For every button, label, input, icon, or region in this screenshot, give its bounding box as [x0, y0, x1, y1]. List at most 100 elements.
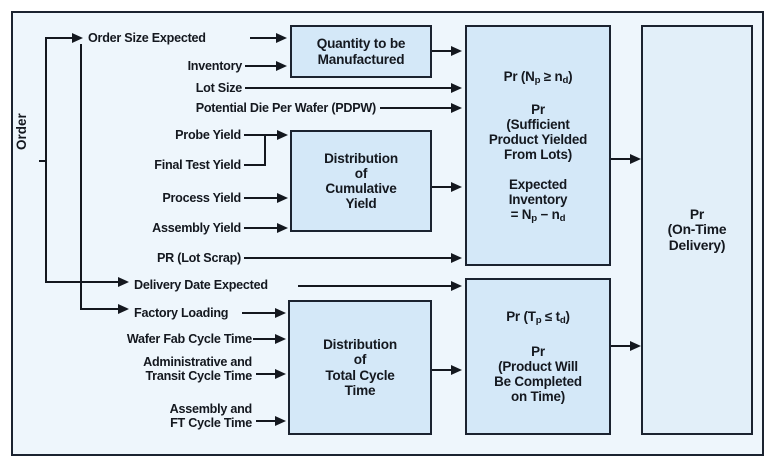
arrow-yield-merge-to-cumulative	[277, 129, 288, 140]
arrow-cycle-to-completed	[451, 364, 462, 375]
expected-sub2: d	[559, 212, 566, 224]
label-inventory: Inventory	[187, 59, 243, 73]
box-cycle-line2: of	[353, 352, 367, 368]
arrow-cumulative-to-sufficient	[451, 181, 462, 192]
box-sufficient-formula: Pr (Np ≥ nd)	[471, 69, 605, 87]
box-cumulative-line2: of	[354, 165, 368, 181]
arrow-factory-loading-to-cycle	[275, 307, 286, 318]
label-lot-size: Lot Size	[195, 81, 243, 95]
label-probe-yield: Probe Yield	[175, 128, 241, 142]
order-bus-outer-vertical	[45, 38, 47, 282]
box-sufficient-product-yielded[interactable]: Pr (Np ≥ nd) Pr (Sufficient Product Yiel…	[465, 25, 611, 266]
order-bus-inner-vertical	[80, 44, 82, 309]
line-assembly-ft-to-cycle	[256, 420, 276, 422]
label-assembly-ft-line1: Assembly and	[169, 402, 253, 416]
label-final-test-yield: Final Test Yield	[154, 158, 241, 172]
label-order-size-expected: Order Size Expected	[88, 31, 206, 45]
label-assembly-yield: Assembly Yield	[152, 221, 241, 235]
box-completed-line3: Be Completed	[494, 373, 582, 389]
box-cycle-line4: Time	[344, 382, 376, 398]
arrow-pdpw-to-sufficient	[451, 102, 462, 113]
line-process-yield-to-cumulative	[244, 197, 278, 199]
box-quantity-line2: Manufactured	[317, 51, 405, 67]
arrow-assembly-ft-to-cycle	[275, 415, 286, 426]
order-label: Order	[14, 113, 29, 150]
box-ontime-line1: Pr	[689, 206, 705, 222]
box-quantity-to-be-manufactured[interactable]: Quantity to be Manufactured	[290, 25, 432, 78]
formula-tp-td-prefix: Pr (T	[506, 309, 536, 325]
arrow-inventory-to-quantity	[276, 60, 287, 71]
formula-tp-td-mid: ≤ t	[541, 309, 560, 325]
formula-np-nd-sub1: p	[534, 74, 541, 86]
box-cumulative-line1: Distribution	[324, 150, 398, 166]
arrow-delivery-date-to-completed	[451, 280, 462, 291]
label-assembly-ft-cycle-time: Assembly and FT Cycle Time	[72, 402, 253, 431]
arrow-sufficient-to-ontime	[630, 153, 641, 164]
formula-np-nd-prefix: Pr (N	[503, 68, 535, 84]
box-cumulative-line3: Cumulative	[325, 181, 397, 196]
arrow-pr-lot-scrap-to-sufficient	[451, 252, 462, 263]
arrow-assembly-yield-to-cumulative	[277, 222, 288, 233]
box-distribution-cumulative-yield[interactable]: Distribution of Cumulative Yield	[290, 130, 432, 232]
box-ontime-line3: Delivery)	[668, 237, 726, 253]
line-wafer-fab-to-cycle	[253, 338, 276, 340]
line-order-size-to-quantity	[250, 37, 277, 39]
line-admin-transit-to-cycle	[256, 373, 276, 375]
arrow-admin-transit-to-cycle	[275, 368, 286, 379]
box-distribution-total-cycle-time[interactable]: Distribution of Total Cycle Time	[288, 300, 432, 435]
label-wafer-fab-cycle-time: Wafer Fab Cycle Time	[126, 332, 252, 346]
box-expected-inventory-formula: = Np − nd	[510, 206, 566, 224]
expected-prefix: = N	[510, 206, 532, 222]
line-factory-loading-to-cycle	[242, 312, 276, 314]
box-sufficient-line6: Inventory	[508, 191, 568, 207]
line-delivery-date-to-completed	[298, 285, 452, 287]
label-factory-loading: Factory Loading	[134, 306, 229, 320]
box-ontime-line2: (On-Time	[667, 222, 727, 238]
box-sufficient-line2: (Sufficient	[506, 116, 570, 132]
line-cycle-to-completed	[432, 369, 452, 371]
label-admin-transit-line1: Administrative and	[143, 355, 252, 369]
line-quantity-to-sufficient	[432, 50, 452, 52]
label-delivery-date-expected: Delivery Date Expected	[134, 278, 268, 292]
line-inventory-to-quantity	[245, 65, 277, 67]
arrow-completed-to-ontime	[630, 340, 641, 351]
box-cycle-line1: Distribution	[323, 337, 397, 353]
order-bus-arrow-to-factory-loading	[118, 303, 129, 314]
box-cumulative-line4: Yield	[345, 196, 377, 212]
line-completed-to-ontime	[611, 345, 632, 347]
order-bus-outer-bottom	[45, 281, 120, 283]
box-on-time-delivery[interactable]: Pr (On-Time Delivery)	[641, 25, 753, 435]
order-bus-arrow-to-order-size	[72, 32, 83, 43]
box-sufficient-description: Pr (Sufficient Product Yielded From Lots…	[471, 102, 605, 162]
line-cumulative-to-sufficient	[432, 186, 452, 188]
box-completed-line2: (Product Will	[498, 358, 578, 374]
line-lot-size-to-sufficient	[245, 87, 452, 89]
formula-np-nd-mid: ≥ n	[540, 68, 563, 84]
line-yield-merge-vertical	[264, 134, 266, 166]
line-assembly-yield-to-cumulative	[244, 227, 278, 229]
box-sufficient-line5: Expected	[509, 176, 567, 192]
order-bus-outer-top	[45, 37, 74, 39]
label-admin-transit-cycle-time: Administrative and Transit Cycle Time	[72, 355, 252, 384]
formula-tp-td-sub1: p	[535, 315, 542, 327]
arrow-wafer-fab-to-cycle	[275, 333, 286, 344]
label-assembly-ft-line2: FT Cycle Time	[170, 416, 252, 431]
line-probe-yield-stub	[244, 134, 266, 136]
box-sufficient-line1: Pr	[531, 101, 545, 117]
box-completed-line1: Pr	[531, 343, 545, 359]
box-completed-line4: on Time)	[511, 388, 565, 404]
box-sufficient-line4: From Lots)	[504, 146, 572, 162]
line-yield-merge-to-cumulative	[264, 134, 278, 136]
formula-tp-td-suffix: )	[565, 309, 570, 325]
line-pdpw-to-sufficient	[380, 107, 452, 109]
box-product-completed-on-time[interactable]: Pr (Tp ≤ td) Pr (Product Will Be Complet…	[465, 278, 611, 435]
box-sufficient-line3: Product Yielded	[488, 131, 588, 147]
formula-np-nd-suffix: )	[568, 68, 573, 84]
expected-sub1: p	[531, 212, 537, 224]
formula-tp-td-sub2: d	[559, 315, 566, 327]
order-label-tick	[39, 160, 46, 162]
label-process-yield: Process Yield	[162, 191, 241, 205]
line-final-test-yield-stub	[244, 164, 266, 166]
arrow-process-yield-to-cumulative	[277, 192, 288, 203]
label-admin-transit-line2: Transit Cycle Time	[145, 369, 252, 384]
